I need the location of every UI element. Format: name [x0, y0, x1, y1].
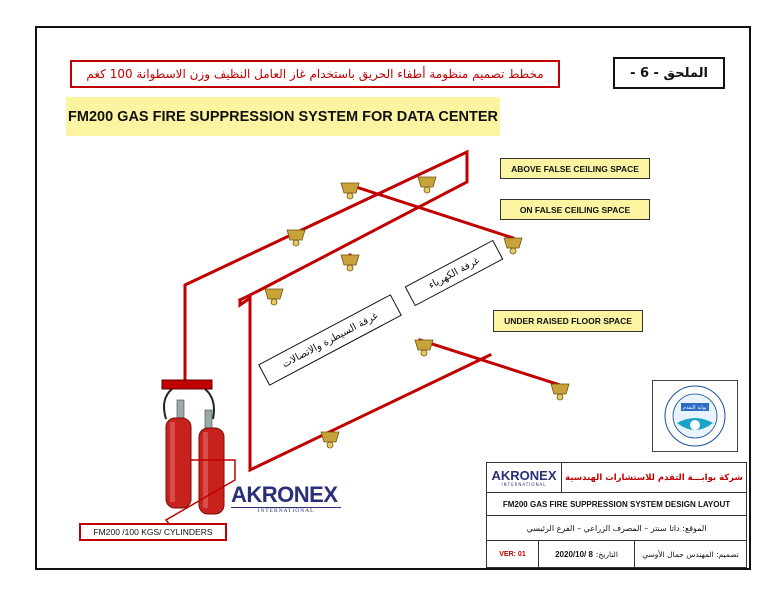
legend-under-floor: UNDER RAISED FLOOR SPACE: [493, 310, 643, 332]
nozzles: [264, 176, 570, 449]
date: 2020/10/ 8: [555, 550, 593, 559]
designer: تصميم: المهندس جمال الأوسي: [642, 550, 739, 559]
title-block: AKRONEX INTERNATIONAL شركة بوابـــة التق…: [486, 462, 747, 568]
title-block-brand: AKRONEX: [491, 467, 557, 483]
version: VER: 01: [499, 551, 526, 558]
nozzle: [414, 339, 434, 357]
akronex-logo: AKRONEX INTERNATIONAL: [231, 484, 341, 514]
cylinder: [165, 417, 192, 509]
cylinder: [198, 427, 225, 515]
nozzle: [550, 383, 570, 401]
drawing-frame: [35, 26, 751, 570]
nozzle: [417, 176, 437, 194]
cylinders-label: FM200 /100 KGS/ CYLINDERS: [79, 523, 227, 541]
nozzle: [340, 182, 360, 200]
company-logo: بوابة التقدم: [652, 380, 738, 452]
legend-above-ceiling: ABOVE FALSE CEILING SPACE: [500, 158, 650, 179]
annex-label: الملحق - 6 -: [613, 57, 725, 89]
nozzle: [320, 431, 340, 449]
pipe-under-floor: [418, 338, 562, 387]
nozzle: [264, 288, 284, 306]
company-name: شركة بوابـــة التقدم للاستشارات الهندسية: [565, 472, 743, 483]
layout-title: FM200 GAS FIRE SUPPRESSION SYSTEM DESIGN…: [502, 499, 731, 509]
cylinder-assembly: [161, 379, 236, 526]
nozzle: [503, 237, 523, 255]
nozzle: [340, 254, 360, 272]
nozzle: [286, 229, 306, 247]
globe-logo-icon: [664, 385, 726, 447]
arabic-title: مخطط تصميم منظومة أطفاء الحريق باستخدام …: [70, 60, 560, 88]
location-text: الموقع: داتا سنتر – المصرف الزراعي – الف…: [526, 523, 707, 533]
legend-on-ceiling: ON FALSE CEILING SPACE: [500, 199, 650, 220]
main-riser-pipe: [183, 149, 469, 382]
english-title: FM200 GAS FIRE SUPPRESSION SYSTEM FOR DA…: [66, 97, 500, 136]
pipe-branch-top: [348, 183, 515, 240]
